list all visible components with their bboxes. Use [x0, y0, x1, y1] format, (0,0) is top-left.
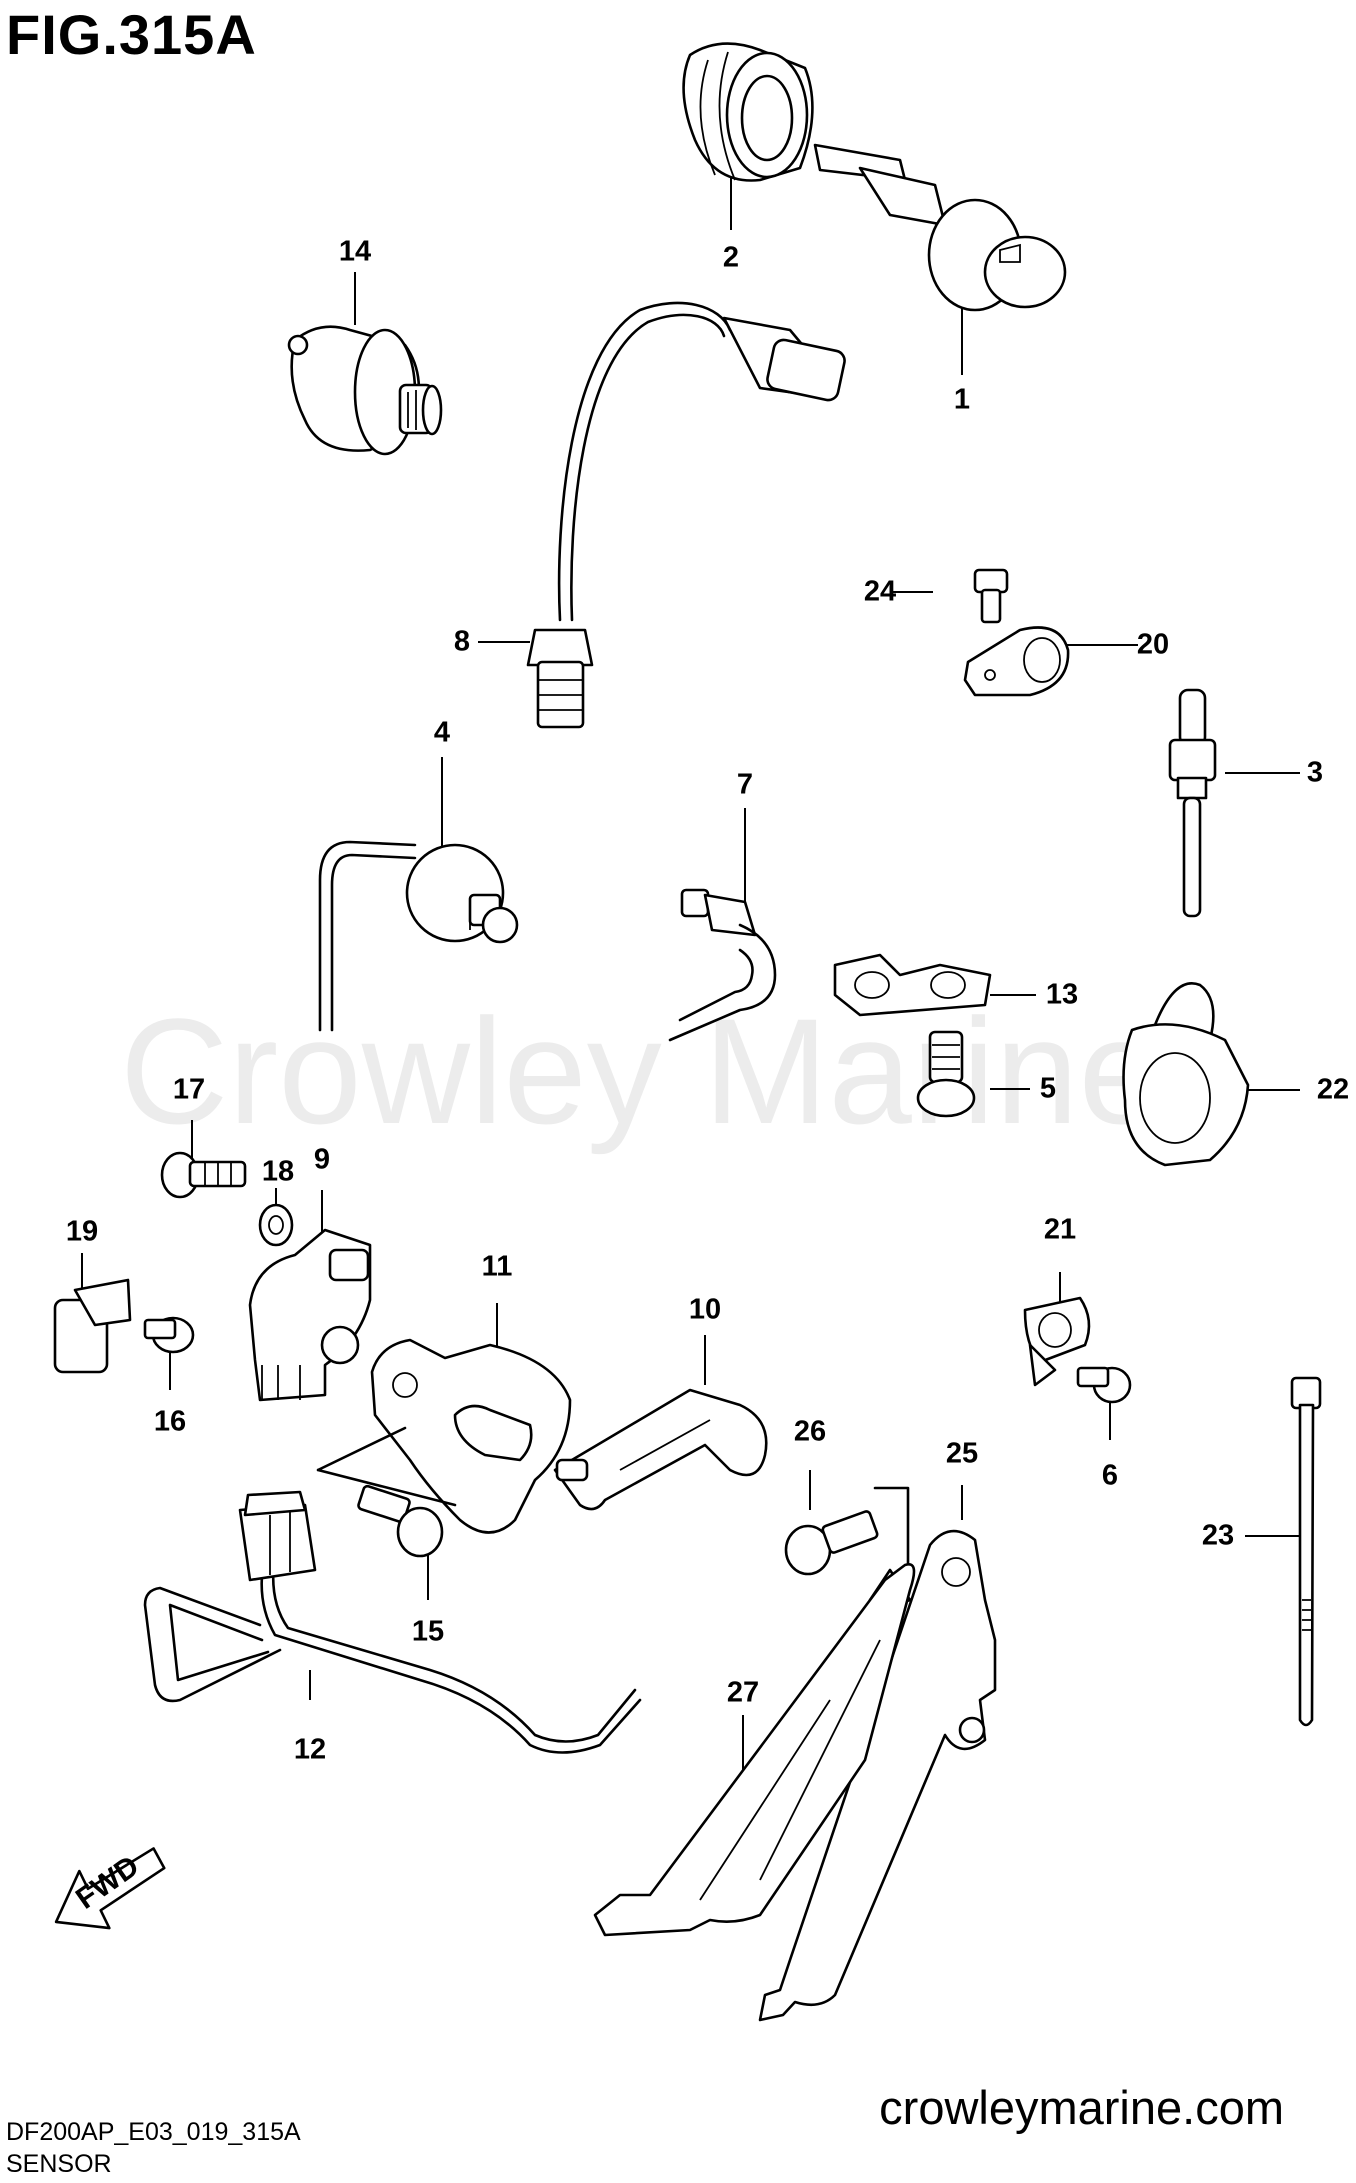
callout-14: 14: [338, 235, 372, 268]
callout-8: 8: [453, 625, 471, 658]
callout-5: 5: [1039, 1072, 1057, 1105]
callout-26: 26: [793, 1415, 827, 1448]
callout-20: 20: [1136, 628, 1170, 661]
callout-9: 9: [313, 1143, 331, 1176]
forward-direction-arrow: FWD: [54, 1847, 166, 1930]
callout-11: 11: [481, 1250, 513, 1283]
callout-18: 18: [261, 1155, 295, 1188]
callout-4: 4: [433, 716, 451, 749]
lever-part: [553, 1388, 768, 1511]
callout-17: 17: [172, 1073, 206, 1106]
callout-6: 6: [1101, 1459, 1119, 1492]
cable-tie-part: [1290, 1376, 1322, 1727]
clip-part: [1122, 982, 1250, 1167]
pipe-sensor-part: [668, 888, 777, 1042]
callout-27: 27: [726, 1676, 760, 1709]
callout-21: 21: [1043, 1213, 1077, 1246]
callout-13: 13: [1045, 978, 1079, 1011]
mounting-bolt-part: [784, 1486, 910, 1597]
sensor-bracket-part: [316, 1338, 572, 1534]
wiring-harness-part: [143, 1490, 642, 1754]
temperature-sensor-part: [1168, 688, 1217, 918]
callout-19: 19: [65, 1215, 99, 1248]
clip-bolt-part: [53, 1278, 195, 1374]
bolt-and-clamp-part: [963, 568, 1070, 697]
callout-22: 22: [1316, 1073, 1350, 1106]
callout-16: 16: [153, 1405, 187, 1438]
callout-23: 23: [1201, 1519, 1235, 1552]
callout-10: 10: [688, 1293, 722, 1326]
drawing-code: DF200AP_E03_019_315A: [6, 2118, 301, 2146]
bolt-washer-part: [160, 1151, 294, 1247]
bolt-part: [916, 1030, 976, 1118]
clamp-bolt-part: [1023, 1296, 1132, 1404]
callout-3: 3: [1306, 756, 1324, 789]
position-sensor-part: [248, 1228, 372, 1402]
callout-15: 15: [411, 1615, 445, 1648]
grommet-part: [682, 42, 814, 182]
link-arm-part: [593, 1529, 997, 2022]
callout-2: 2: [722, 241, 740, 274]
section-name: SENSOR: [6, 2150, 112, 2178]
cable-sensor-part: [526, 301, 846, 729]
connector-sensor-part: [813, 143, 1067, 312]
callout-7: 7: [736, 768, 754, 801]
bracket-bolt-part: [357, 1484, 444, 1558]
figure-title: FIG.315A: [6, 3, 257, 66]
website-url: crowleymarine.com: [879, 2081, 1284, 2134]
pressure-sensor-part: [287, 325, 443, 456]
callout-1: 1: [953, 383, 971, 416]
callout-12: 12: [293, 1733, 327, 1766]
watermark: Crowley Marine: [120, 987, 1162, 1155]
callout-25: 25: [945, 1437, 979, 1470]
bracket-part: [833, 953, 992, 1017]
knock-sensor-part: [318, 840, 519, 1032]
